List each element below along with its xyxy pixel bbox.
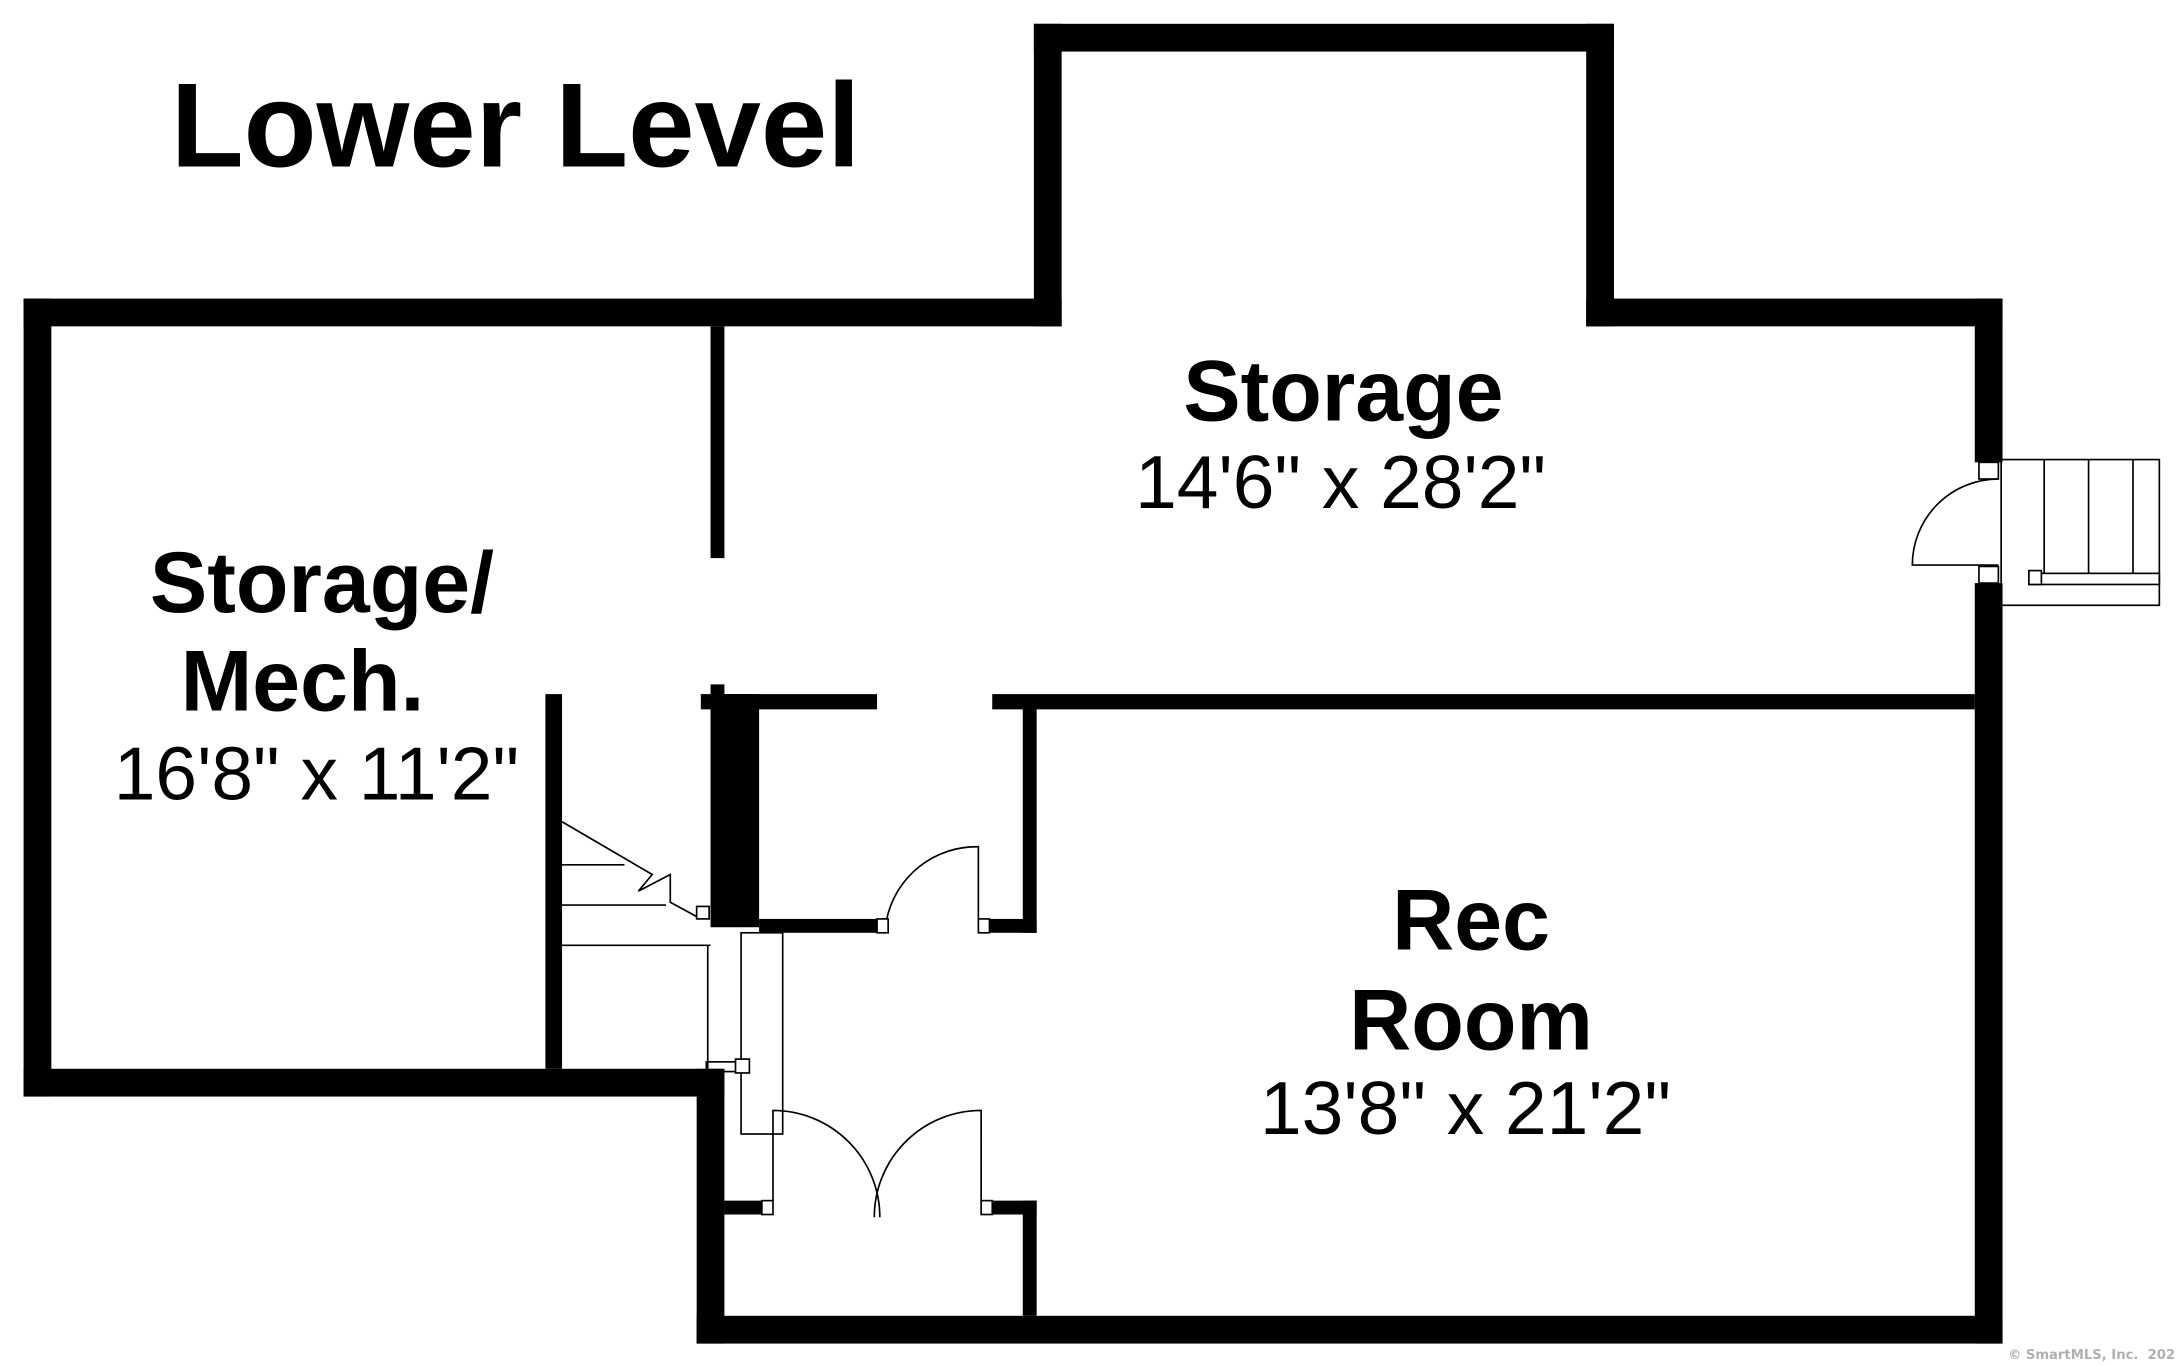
room-dimensions: 14'6" x 28'2" xyxy=(1135,440,1546,524)
copyright: © SmartMLS, Inc. 2025 xyxy=(2008,1348,2176,1363)
room-name-line2: Mech. xyxy=(181,634,425,730)
room-name: Storage xyxy=(1183,344,1503,440)
doors-and-stairs xyxy=(561,458,2161,1218)
room-name-line2: Room xyxy=(1349,972,1593,1068)
room-dimensions: 16'8" x 11'2" xyxy=(114,732,519,816)
page-title: Lower Level xyxy=(171,60,861,193)
room-name-line1: Storage/ xyxy=(150,535,494,631)
walls xyxy=(23,23,2003,1344)
room-name-line1: Rec xyxy=(1392,872,1550,968)
room-rec-room: Rec Room 13'8" x 21'2" xyxy=(1260,872,1671,1150)
room-storage: Storage 14'6" x 28'2" xyxy=(1135,344,1546,524)
room-storage-mech: Storage/ Mech. 16'8" x 11'2" xyxy=(114,535,519,815)
room-dimensions: 13'8" x 21'2" xyxy=(1260,1066,1671,1150)
